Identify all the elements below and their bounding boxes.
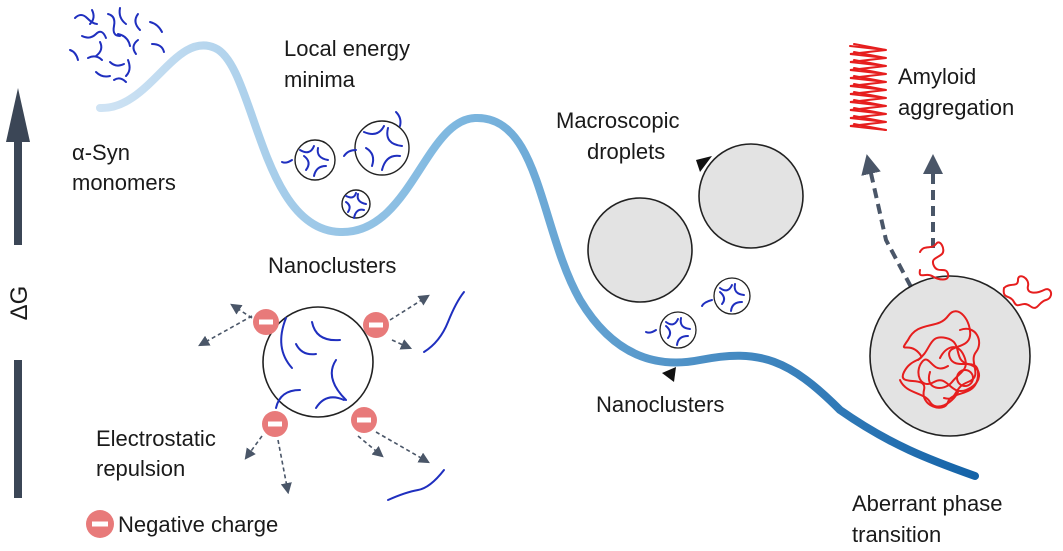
svg-text:Macroscopic: Macroscopic	[556, 108, 679, 133]
svg-text:Aberrant phase: Aberrant phase	[852, 491, 1002, 516]
svg-text:monomers: monomers	[72, 170, 176, 195]
svg-text:transition: transition	[852, 522, 941, 547]
svg-text:repulsion: repulsion	[96, 456, 185, 481]
nanoclusters-bottom-label: Nanoclusters	[596, 392, 724, 417]
legend: Negative charge	[86, 510, 278, 538]
local-minima-clusters	[281, 111, 410, 219]
pointer-arrow-icon	[696, 156, 712, 172]
droplet	[698, 143, 804, 249]
macroscopic-droplets	[587, 143, 804, 303]
up-arrow-icon	[6, 88, 30, 142]
droplet	[587, 197, 693, 303]
minus-circle-icon	[86, 510, 114, 538]
delta-g-axis: ΔG	[6, 88, 33, 498]
aberrant-droplet	[869, 241, 1052, 437]
aberrant-label: Aberrant phase transition	[852, 491, 1002, 547]
droplet-nanoclusters	[645, 277, 751, 382]
amyloid-label: Amyloid aggregation	[898, 64, 1014, 120]
svg-text:Amyloid: Amyloid	[898, 64, 976, 89]
minus-circle-icon	[351, 407, 377, 433]
legend-negative-charge: Negative charge	[118, 512, 278, 537]
pointer-arrow-icon	[662, 367, 676, 382]
local-minima-label: Local energy minima	[284, 36, 410, 92]
nanocluster	[645, 311, 697, 349]
electrostatic-label: Electrostatic repulsion	[96, 426, 216, 481]
nanocluster-tiny	[341, 189, 371, 219]
nanocluster-large	[343, 111, 410, 176]
svg-text:droplets: droplets	[587, 139, 665, 164]
energy-curve	[96, 41, 979, 480]
minus-circle-icon	[262, 411, 288, 437]
svg-text:Local energy: Local energy	[284, 36, 410, 61]
negative-charges	[253, 309, 389, 437]
svg-text:α-Syn: α-Syn	[72, 140, 130, 165]
nanoclusters-top-label: Nanoclusters	[268, 253, 396, 278]
svg-text:Electrostatic: Electrostatic	[96, 426, 216, 451]
minus-circle-icon	[363, 312, 389, 338]
axis-label: ΔG	[6, 286, 33, 321]
monomer-cluster	[69, 7, 165, 83]
monomers-label: α-Syn monomers	[72, 140, 176, 195]
minus-circle-icon	[253, 309, 279, 335]
svg-text:aggregation: aggregation	[898, 95, 1014, 120]
amyloid-fibril	[849, 43, 887, 131]
charged-nanocluster	[262, 306, 374, 418]
repulsion-arrows	[198, 291, 465, 501]
svg-text:minima: minima	[284, 67, 356, 92]
aggregation-arrows	[861, 154, 943, 316]
nanocluster-small	[281, 139, 336, 181]
macroscopic-label: Macroscopic droplets	[556, 108, 679, 164]
nanocluster	[701, 277, 751, 315]
